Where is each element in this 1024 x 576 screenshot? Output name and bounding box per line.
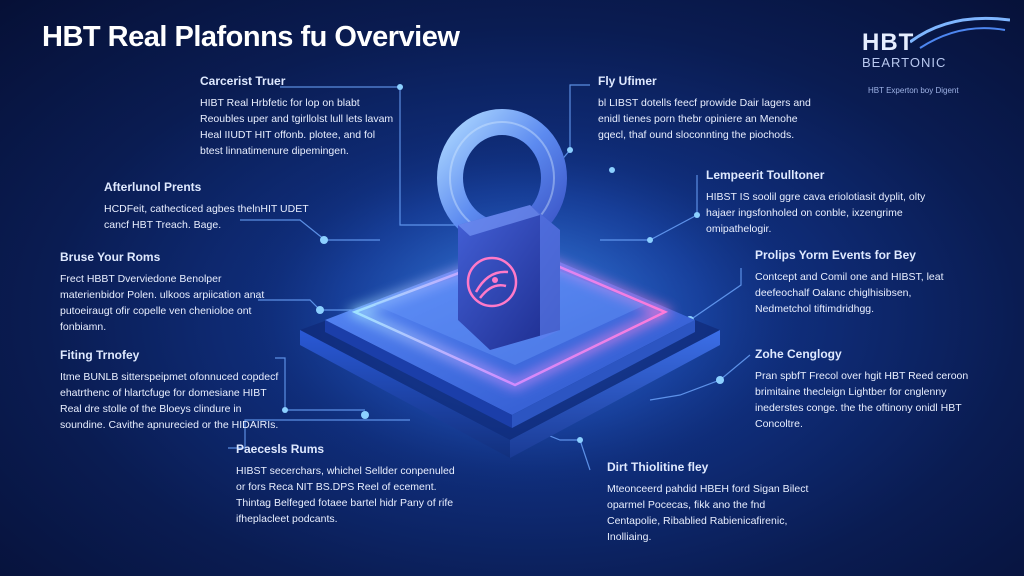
swoosh-icon	[910, 16, 1010, 49]
block-title: Lempeerit Toulltoner	[706, 168, 825, 182]
lock-emblem-icon	[466, 256, 518, 308]
block-fiting: Fiting Trnofey Itme BUNLB sitterspeipmet…	[60, 348, 280, 433]
block-paeceslis: Paecesls Rums HIBST secerchars, whichel …	[236, 442, 456, 527]
block-prolips: Prolips Yorm Events for Bey Contcept and…	[755, 248, 970, 317]
padlock-icon	[437, 109, 567, 350]
block-zone: Zohe Cenglogy Pran spbfT Frecol over hgi…	[755, 347, 970, 432]
block-body: HCDFeit, cathecticed agbes thelnHIT UDET…	[104, 203, 309, 231]
brand-name: HBT	[862, 29, 915, 56]
block-body: HIBT Real Hrbfetic for lop on blabt Reou…	[200, 97, 394, 157]
block-title: Carcerist Truer	[200, 74, 286, 88]
block-bruse: Bruse Your Roms Frect HBBT Dverviedone B…	[60, 250, 275, 335]
block-title: Bruse Your Roms	[60, 250, 161, 264]
block-body: Frect HBBT Dverviedone Benolper materien…	[60, 273, 265, 333]
brand-subtitle: BEARTONIC	[862, 55, 947, 70]
block-title: Fiting Trnofey	[60, 348, 140, 362]
page-title: HBT Real Plafonns fu Overview	[42, 21, 460, 53]
block-body: Pran spbfT Frecol over hgit HBT Reed cer…	[755, 370, 969, 430]
block-body: Mteonceerd pahdid HBEH ford Sigan Bilect…	[607, 483, 809, 543]
block-title: Afterlunol Prents	[104, 180, 202, 194]
brand-logo: HBT BEARTONIC	[862, 16, 1012, 102]
block-dirt: Dirt Thiolitine fley Mteonceerd pahdid H…	[607, 460, 817, 545]
brand-tagline: HBT Experton boy Digent	[868, 86, 959, 95]
block-title: Paecesls Rums	[236, 442, 325, 456]
block-body: Contcept and Comil one and HIBST, leat d…	[755, 271, 944, 315]
block-fly: Fly Ufimer bl LIBST dotells feecf prowid…	[598, 74, 818, 143]
block-careerist: Carcerist Truer HIBT Real Hrbfetic for l…	[200, 74, 400, 159]
block-title: Zohe Cenglogy	[755, 347, 842, 361]
block-body: HIBST IS soolil ggre cava eriolotiasit d…	[706, 191, 926, 235]
block-afterlunal: Afterlunol Prents HCDFeit, cathecticed a…	[104, 180, 314, 233]
block-body: Itme BUNLB sitterspeipmet ofonnuced copd…	[60, 371, 279, 431]
block-body: HIBST secerchars, whichel Sellder conpen…	[236, 465, 455, 525]
block-title: Prolips Yorm Events for Bey	[755, 248, 916, 262]
block-lempeerit: Lempeerit Toulltoner HIBST IS soolil ggr…	[706, 168, 956, 237]
block-body: bl LIBST dotells feecf prowide Dair lage…	[598, 97, 811, 141]
block-title: Fly Ufimer	[598, 74, 657, 88]
block-title: Dirt Thiolitine fley	[607, 460, 709, 474]
